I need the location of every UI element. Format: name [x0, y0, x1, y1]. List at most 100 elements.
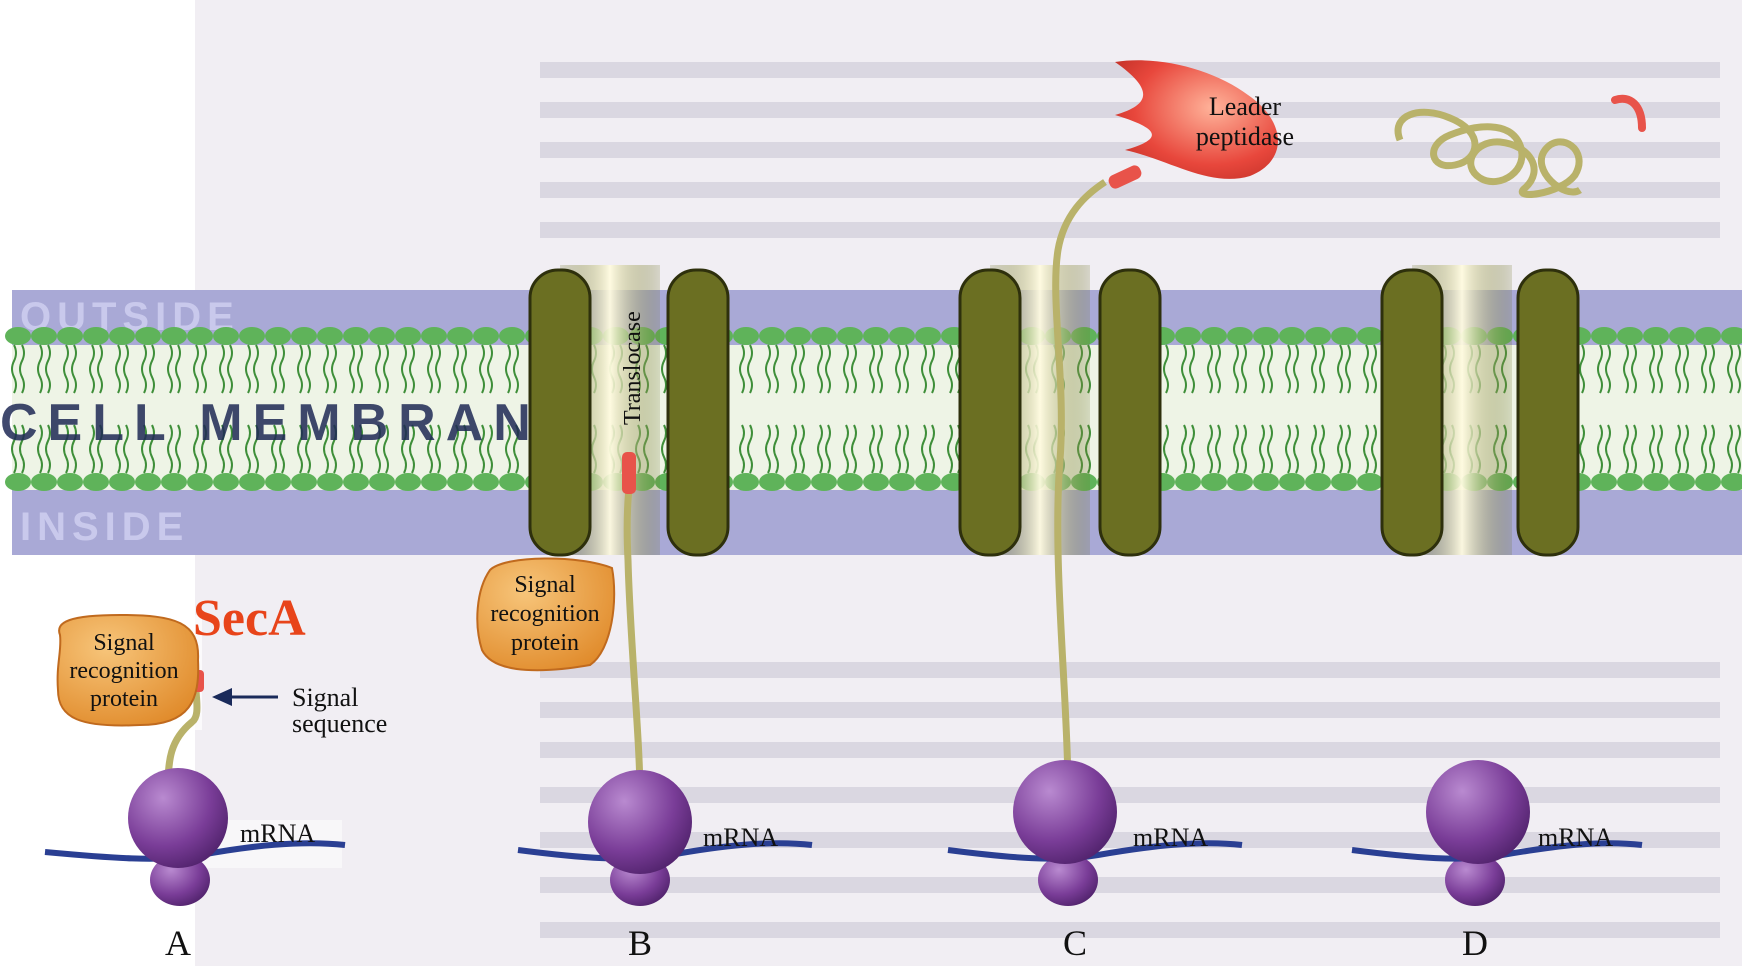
lipid-head [343, 473, 369, 491]
lipid-head [1695, 473, 1721, 491]
lipid-head [83, 473, 109, 491]
translocase-channel-d [1382, 265, 1578, 555]
lipid-head [369, 327, 395, 345]
ribosome-large-c [1013, 760, 1117, 864]
lipid-head [473, 327, 499, 345]
panel-b-label: B [628, 923, 652, 963]
lipid-head [343, 327, 369, 345]
lipid-head [421, 473, 447, 491]
lipid-head [1253, 473, 1279, 491]
lipid-head [837, 473, 863, 491]
lipid-head [1617, 327, 1643, 345]
lipid-head [1305, 473, 1331, 491]
lipid-head [369, 473, 395, 491]
lipid-head [395, 327, 421, 345]
lipid-head [317, 327, 343, 345]
lipid-head [291, 327, 317, 345]
lipid-head [1357, 327, 1383, 345]
cell-membrane-label: CELL MEMBRANE [0, 394, 585, 452]
lipid-head [1279, 473, 1305, 491]
srp-b-line2: recognition [490, 601, 599, 627]
lipid-head [213, 327, 239, 345]
lipid-head [213, 473, 239, 491]
lipid-head [265, 327, 291, 345]
inside-label: INSIDE [20, 505, 189, 549]
lipid-head [1643, 327, 1669, 345]
lipid-head [1201, 327, 1227, 345]
lipid-head [187, 473, 213, 491]
signal-sequence-b [622, 452, 636, 494]
ribosome-large-b [588, 770, 692, 874]
lipid-head [421, 327, 447, 345]
lipid-head [837, 327, 863, 345]
lipid-head [1227, 473, 1253, 491]
mrna-label-c: mRNA [1133, 823, 1208, 852]
lipid-head [239, 473, 265, 491]
lipid-head [291, 473, 317, 491]
lipid-head [811, 473, 837, 491]
lipid-head [889, 327, 915, 345]
lipid-head [1175, 473, 1201, 491]
leader-peptidase-line1: Leader [1209, 92, 1282, 121]
signal-sequence-line2: sequence [292, 709, 387, 738]
signal-sequence-line1: Signal [292, 683, 358, 712]
lipid-head [785, 327, 811, 345]
lipid-head [1357, 473, 1383, 491]
lipid-head [1253, 327, 1279, 345]
mrna-label-b: mRNA [703, 823, 778, 852]
lipid-head [31, 327, 57, 345]
lipid-head [1669, 327, 1695, 345]
lipid-head [915, 327, 941, 345]
lipid-head [1305, 327, 1331, 345]
lipid-head [1695, 327, 1721, 345]
lipid-head [265, 473, 291, 491]
lipid-head [1331, 473, 1357, 491]
lipid-head [1201, 473, 1227, 491]
srp-b-line1: Signal [514, 572, 576, 598]
lipid-head [239, 327, 265, 345]
lipid-head [109, 473, 135, 491]
lipid-head [473, 473, 499, 491]
lipid-head [1669, 473, 1695, 491]
mrna-label-a: mRNA [240, 819, 315, 848]
lipid-head [161, 473, 187, 491]
ribosome-large-d [1426, 760, 1530, 864]
lipid-head [447, 473, 473, 491]
lipid-head [1331, 327, 1357, 345]
lipid-head [1591, 473, 1617, 491]
srp-b-line3: protein [511, 630, 579, 656]
lipid-head [1279, 327, 1305, 345]
lipid-head [499, 327, 525, 345]
lipid-head [1643, 473, 1669, 491]
seca-label: SecA [193, 590, 306, 647]
lipid-head [57, 327, 83, 345]
lipid-head [759, 473, 785, 491]
ribosome-large-a [128, 768, 228, 868]
lipid-head [5, 473, 31, 491]
lipid-head [1617, 473, 1643, 491]
lipid-head [83, 327, 109, 345]
srp-a-line3: protein [90, 686, 158, 712]
lipid-head [863, 473, 889, 491]
lipid-head [759, 327, 785, 345]
lipid-head [889, 473, 915, 491]
lipid-head [109, 327, 135, 345]
lipid-head [135, 327, 161, 345]
lipid-head [915, 473, 941, 491]
lipid-head [811, 327, 837, 345]
lipid-head [1175, 327, 1201, 345]
panel-d-label: D [1462, 923, 1488, 963]
lipid-head [499, 473, 525, 491]
lipid-head [733, 473, 759, 491]
translocase-label: Translocase [620, 311, 646, 425]
leader-peptidase-line2: peptidase [1196, 122, 1294, 151]
lipid-head [135, 473, 161, 491]
lipid-head [161, 327, 187, 345]
lipid-head [31, 473, 57, 491]
lipid-head [1227, 327, 1253, 345]
lipid-head [57, 473, 83, 491]
srp-a-line2: recognition [69, 658, 178, 684]
lipid-head [785, 473, 811, 491]
lipid-head [1591, 327, 1617, 345]
